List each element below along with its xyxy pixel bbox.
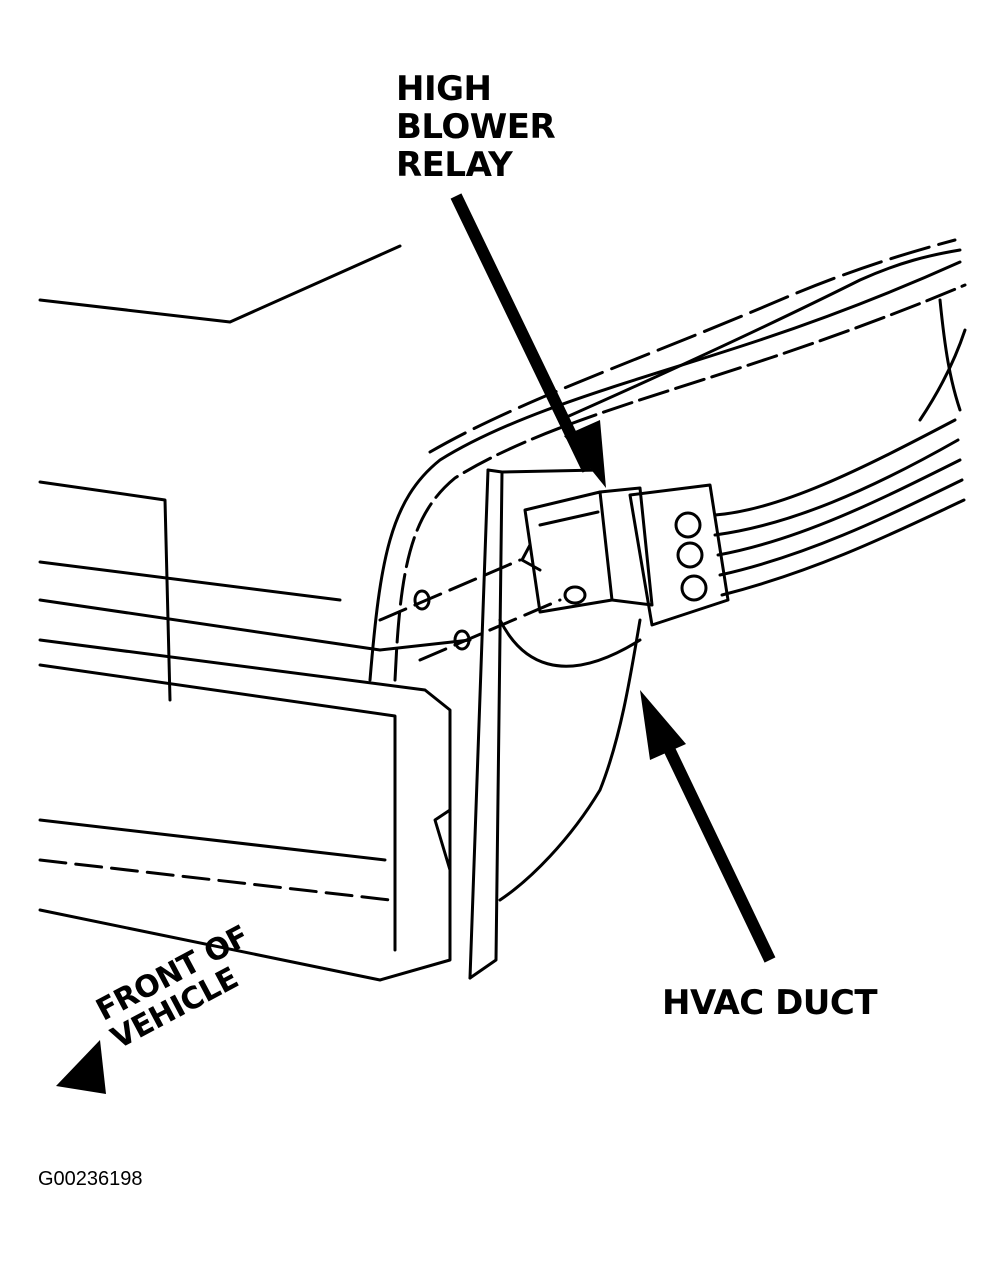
front-vent-box — [38, 560, 472, 982]
relay-label-line-1: HIGH — [396, 69, 492, 109]
case-top-panel — [38, 244, 402, 702]
relay-label-line-3: RELAY — [396, 145, 513, 185]
figure-id: G00236198 — [38, 1168, 143, 1190]
wiring-connector — [628, 483, 730, 627]
front-direction-arrow — [56, 1040, 106, 1094]
outer-hose — [558, 248, 962, 422]
hvac-duct-label: HVAC DUCT — [662, 983, 878, 1023]
hvac-duct-body — [498, 618, 642, 902]
duct-pointer-arrow — [640, 690, 776, 963]
wiring-harness — [713, 298, 967, 597]
high-blower-relay — [520, 486, 654, 614]
relay-label-line-2: BLOWER — [396, 107, 556, 147]
relay-pointer-arrow — [450, 193, 606, 488]
mounting-screws — [378, 558, 562, 662]
high-blower-relay-label: HIGH BLOWER RELAY — [396, 69, 556, 186]
mounting-plate — [468, 468, 602, 980]
dash-curve — [368, 238, 967, 682]
